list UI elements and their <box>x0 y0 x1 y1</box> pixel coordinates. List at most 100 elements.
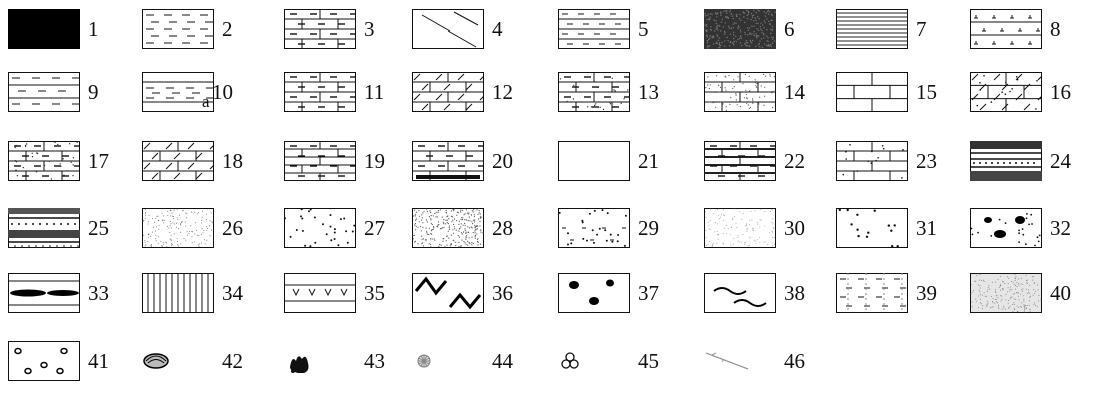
argillaceous-limestone-icon <box>558 72 630 112</box>
fine-lamination-icon <box>836 9 908 49</box>
legend-item: 22 <box>696 137 826 187</box>
legend-item: 4 <box>404 5 534 55</box>
wavy-lines-icon <box>704 273 776 313</box>
legend-item: 35 <box>276 269 406 319</box>
legend-item: 38 <box>696 269 826 319</box>
gypsum-marks-icon <box>284 273 356 313</box>
legend-item-number: 16 <box>1050 80 1071 104</box>
legend-item-number: 18 <box>222 149 243 173</box>
legend-item-number: 17 <box>88 149 109 173</box>
lined-dashes-icon <box>558 9 630 49</box>
legend-item-number: 46 <box>784 349 805 373</box>
dolomitic-bricks-icon <box>142 141 214 181</box>
zigzag-icon <box>412 273 484 313</box>
dots-dashes-icon <box>558 208 630 248</box>
legend-item-number: 23 <box>916 149 937 173</box>
legend-item-number: 1 <box>88 17 99 41</box>
trefoil-icon <box>558 341 630 381</box>
legend-item: 40 <box>962 269 1092 319</box>
legend-item-suffix: a <box>202 92 210 112</box>
legend-item: 46 <box>696 337 826 387</box>
legend-item-number: 28 <box>492 216 513 240</box>
evaporite-icon <box>970 9 1042 49</box>
conglomerate-icon <box>970 208 1042 248</box>
legend-item-number: 39 <box>916 281 937 305</box>
shell-icon <box>142 341 214 381</box>
legend-item-number: 29 <box>638 216 659 240</box>
marl-limestone-icon <box>284 9 356 49</box>
legend-item: 25 <box>0 204 130 254</box>
legend-item: 3 <box>276 5 406 55</box>
legend-item: 34 <box>134 269 264 319</box>
legend-item: 8 <box>962 5 1092 55</box>
legend-item: 41 <box>0 337 130 387</box>
legend-item: 31 <box>828 204 958 254</box>
thin-bedded-limestone-icon <box>284 141 356 181</box>
dashed-lines-icon <box>142 9 214 49</box>
legend-item: 32 <box>962 204 1092 254</box>
dotted-limestone-icon <box>836 141 908 181</box>
nodular-limestone-icon <box>412 141 484 181</box>
dolomitic-limestone-icon <box>412 72 484 112</box>
legend-item-number: 5 <box>638 17 649 41</box>
diagonal-lines-icon <box>412 9 484 49</box>
legend-item-number: 36 <box>492 281 513 305</box>
legend-item: 16 <box>962 68 1092 118</box>
legend-item: 15 <box>828 68 958 118</box>
legend-item: 28 <box>404 204 534 254</box>
legend-item: 45 <box>550 337 680 387</box>
scattered-pebbles-icon <box>836 208 908 248</box>
legend-item-number: 43 <box>364 349 385 373</box>
legend-item: 19 <box>276 137 406 187</box>
legend-item: 5 <box>550 5 680 55</box>
legend-item: 2 <box>134 5 264 55</box>
ooids-icon <box>8 341 80 381</box>
dash-grid-icon <box>836 273 908 313</box>
vertical-lines-icon <box>142 273 214 313</box>
legend-item: 14 <box>696 68 826 118</box>
legend-item: 6 <box>696 5 826 55</box>
argillaceous-dolomite-icon <box>8 141 80 181</box>
legend-item: 36 <box>404 269 534 319</box>
legend-item: 18 <box>134 137 264 187</box>
legend-item-number: 14 <box>784 80 805 104</box>
legend-item: 24 <box>962 137 1092 187</box>
legend-item: 27 <box>276 204 406 254</box>
legend-item: 37 <box>550 269 680 319</box>
legend-item-number: 34 <box>222 281 243 305</box>
legend-item-number: 44 <box>492 349 513 373</box>
legend-item-number: 45 <box>638 349 659 373</box>
legend-item-number: 24 <box>1050 149 1071 173</box>
legend-item-number: 35 <box>364 281 385 305</box>
legend-item: 21 <box>550 137 680 187</box>
interbedded-limestone-icon <box>704 141 776 181</box>
legend-item: 12 <box>404 68 534 118</box>
dense-stipple-icon <box>704 9 776 49</box>
legend-item: 23 <box>828 137 958 187</box>
legend-item-number: 38 <box>784 281 805 305</box>
legend-item-number: 13 <box>638 80 659 104</box>
legend-item-number: 41 <box>88 349 109 373</box>
radial-fossil-icon <box>412 341 484 381</box>
spicule-icon <box>704 341 776 381</box>
shale-lens-icon <box>8 72 80 112</box>
legend-item-number: 6 <box>784 17 795 41</box>
limestone-icon <box>836 72 908 112</box>
sandy-limestone-icon <box>704 72 776 112</box>
sparse-dots-icon <box>284 208 356 248</box>
limestone-marl-icon <box>284 72 356 112</box>
legend-item: 26 <box>134 204 264 254</box>
banded-sandstone-icon <box>970 141 1042 181</box>
legend-item-number: 22 <box>784 149 805 173</box>
light-speckle-icon <box>704 208 776 248</box>
banded-siltstone-icon <box>8 208 80 248</box>
lens-bed-icon <box>8 273 80 313</box>
legend-item: 43 <box>276 337 406 387</box>
fine-stipple-icon <box>142 208 214 248</box>
legend-item: 7 <box>828 5 958 55</box>
legend-item: 33 <box>0 269 130 319</box>
legend-item: 30 <box>696 204 826 254</box>
legend-item: 39 <box>828 269 958 319</box>
legend-item-number: 7 <box>916 17 927 41</box>
legend-item-number: 42 <box>222 349 243 373</box>
